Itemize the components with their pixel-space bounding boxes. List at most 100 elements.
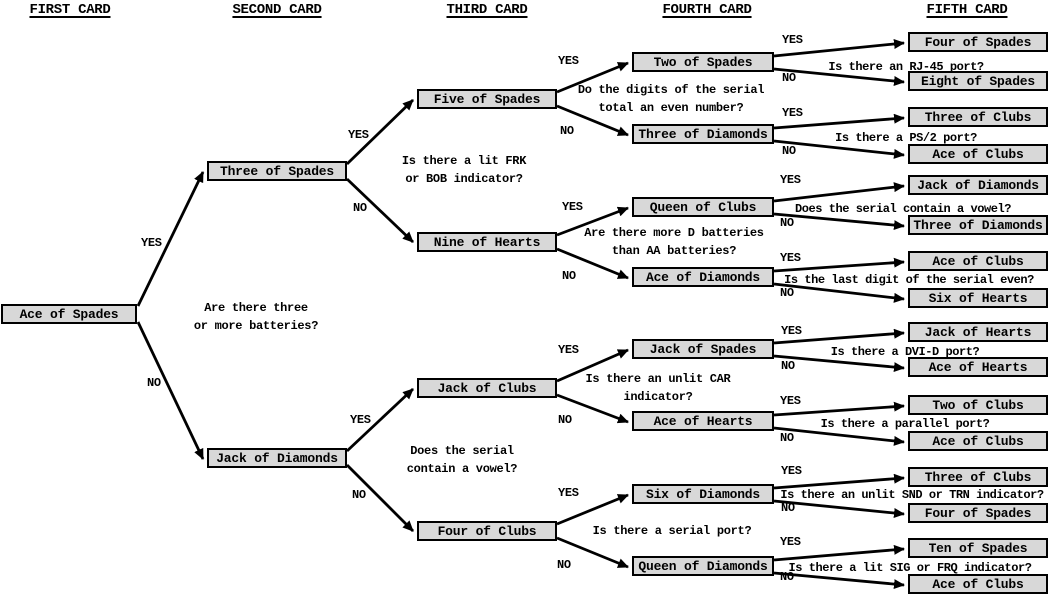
edge-l2b-no [346, 464, 414, 532]
question-jack-of-diamonds: Does the serial contain a vowel? [352, 442, 572, 478]
question-line: Do the digits of the serial [577, 83, 765, 97]
no-label: NO [781, 359, 795, 373]
edge-l4d-no [773, 282, 905, 303]
box-l5-ten-of-spades: Ten of Spades [908, 538, 1048, 558]
yes-label: YES [558, 54, 579, 68]
no-label: NO [780, 286, 794, 300]
edge-l3c-yes [556, 348, 629, 383]
box-l4-queen-of-clubs: Queen of Clubs [632, 197, 774, 217]
box-l4-two-of-spades: Two of Spades [632, 52, 774, 72]
edge-l4g-yes [773, 473, 905, 490]
box-l4-ace-of-hearts: Ace of Hearts [632, 411, 774, 431]
box-l5-six-of-hearts: Six of Hearts [908, 288, 1048, 308]
box-l3-jack-of-clubs: Jack of Clubs [417, 378, 557, 398]
column-header-first-card: FIRST CARD [29, 2, 111, 18]
box-l4-jack-of-spades: Jack of Spades [632, 339, 774, 359]
question-line: or BOB indicator? [405, 172, 523, 186]
edge-l3a-no [556, 104, 629, 137]
yes-label: YES [558, 343, 579, 357]
yes-label: YES [780, 535, 801, 549]
column-header-third-card: THIRD CARD [446, 2, 528, 18]
question-three-of-spades: Is there a lit FRK or BOB indicator? [354, 152, 574, 188]
no-label: NO [558, 413, 572, 427]
question-line: Is there an unlit CAR [585, 372, 731, 386]
box-l2-jack-of-diamonds: Jack of Diamonds [207, 448, 347, 468]
edge-l3d-no [556, 536, 629, 569]
edge-l4b-yes [773, 113, 905, 130]
box-l5-four-of-spades-1: Four of Spades [908, 32, 1048, 52]
yes-label: YES [141, 236, 162, 250]
yes-label: YES [562, 200, 583, 214]
edge-root-no [136, 321, 205, 460]
box-l4-three-of-diamonds: Three of Diamonds [632, 124, 774, 144]
question-line: than AA batteries? [611, 244, 737, 258]
no-label: NO [560, 124, 574, 138]
yes-label: YES [780, 394, 801, 408]
question-line: total an even number? [598, 101, 744, 115]
question-queen-of-clubs: Does the serial contain a vowel? [794, 202, 1012, 216]
edge-l4a-no [773, 67, 905, 86]
question-ace-of-hearts: Is there a parallel port? [820, 417, 990, 431]
edge-root-yes [136, 171, 205, 307]
edge-l2b-yes [346, 387, 414, 453]
no-label: NO [781, 501, 795, 515]
no-label: NO [780, 431, 794, 445]
edge-l4c-no [773, 212, 905, 231]
edge-l3a-yes [556, 61, 629, 94]
no-label: NO [782, 144, 796, 158]
edge-l4e-yes [773, 328, 905, 345]
box-l5-three-of-clubs-1: Three of Clubs [908, 107, 1048, 127]
yes-label: YES [780, 251, 801, 265]
box-l2-three-of-spades: Three of Spades [207, 161, 347, 181]
edge-l3c-no [556, 393, 629, 424]
box-l3-nine-of-hearts: Nine of Hearts [417, 232, 557, 252]
question-two-of-spades: Is there an RJ-45 port? [828, 60, 984, 74]
yes-label: YES [782, 106, 803, 120]
edge-l4c-yes [773, 182, 905, 203]
edge-l4d-yes [773, 257, 905, 273]
edge-l2a-no [346, 177, 414, 244]
edge-l4f-yes [773, 401, 905, 417]
box-l5-jack-of-hearts: Jack of Hearts [908, 322, 1048, 342]
box-root-ace-of-spades: Ace of Spades [1, 304, 137, 324]
question-six-of-diamonds: Is there an unlit SND or TRN indicator? [780, 488, 1044, 502]
no-label: NO [780, 570, 794, 584]
box-l5-ace-of-hearts: Ace of Hearts [908, 357, 1048, 377]
yes-label: YES [348, 128, 369, 142]
box-l5-ace-of-clubs-3: Ace of Clubs [908, 431, 1048, 451]
box-l4-ace-of-diamonds: Ace of Diamonds [632, 267, 774, 287]
no-label: NO [782, 71, 796, 85]
yes-label: YES [781, 464, 802, 478]
box-l5-four-of-spades-2: Four of Spades [908, 503, 1048, 523]
box-l5-ace-of-clubs-4: Ace of Clubs [908, 574, 1048, 594]
no-label: NO [562, 269, 576, 283]
edge-l3d-yes [556, 493, 629, 526]
yes-label: YES [350, 413, 371, 427]
question-jack-of-spades: Is there a DVI-D port? [830, 345, 980, 359]
box-l3-five-of-spades: Five of Spades [417, 89, 557, 109]
edge-l4a-yes [773, 39, 905, 58]
edge-l3b-no [556, 247, 629, 280]
question-four-of-clubs: Is there a serial port? [592, 524, 752, 538]
no-label: NO [353, 201, 367, 215]
no-label: NO [780, 216, 794, 230]
box-l5-three-of-clubs-2: Three of Clubs [908, 467, 1048, 487]
edge-l4b-no [773, 139, 905, 159]
question-ace-of-diamonds: Is the last digit of the serial even? [784, 273, 1034, 287]
edge-l4g-no [773, 499, 905, 518]
box-l5-ace-of-clubs-1: Ace of Clubs [908, 144, 1048, 164]
question-line: contain a vowel? [406, 462, 518, 476]
box-l4-queen-of-diamonds: Queen of Diamonds [632, 556, 774, 576]
box-l5-jack-of-diamonds: Jack of Diamonds [908, 175, 1048, 195]
question-queen-of-diamonds: Is there a lit SIG or FRQ indicator? [788, 561, 1032, 575]
question-line: indicator? [623, 390, 693, 404]
yes-label: YES [558, 486, 579, 500]
column-header-second-card: SECOND CARD [232, 2, 322, 18]
edge-l4e-no [773, 354, 905, 373]
no-label: NO [557, 558, 571, 572]
question-line: Does the serial [410, 444, 514, 458]
box-l5-three-of-diamonds: Three of Diamonds [908, 215, 1048, 235]
no-label: NO [352, 488, 366, 502]
